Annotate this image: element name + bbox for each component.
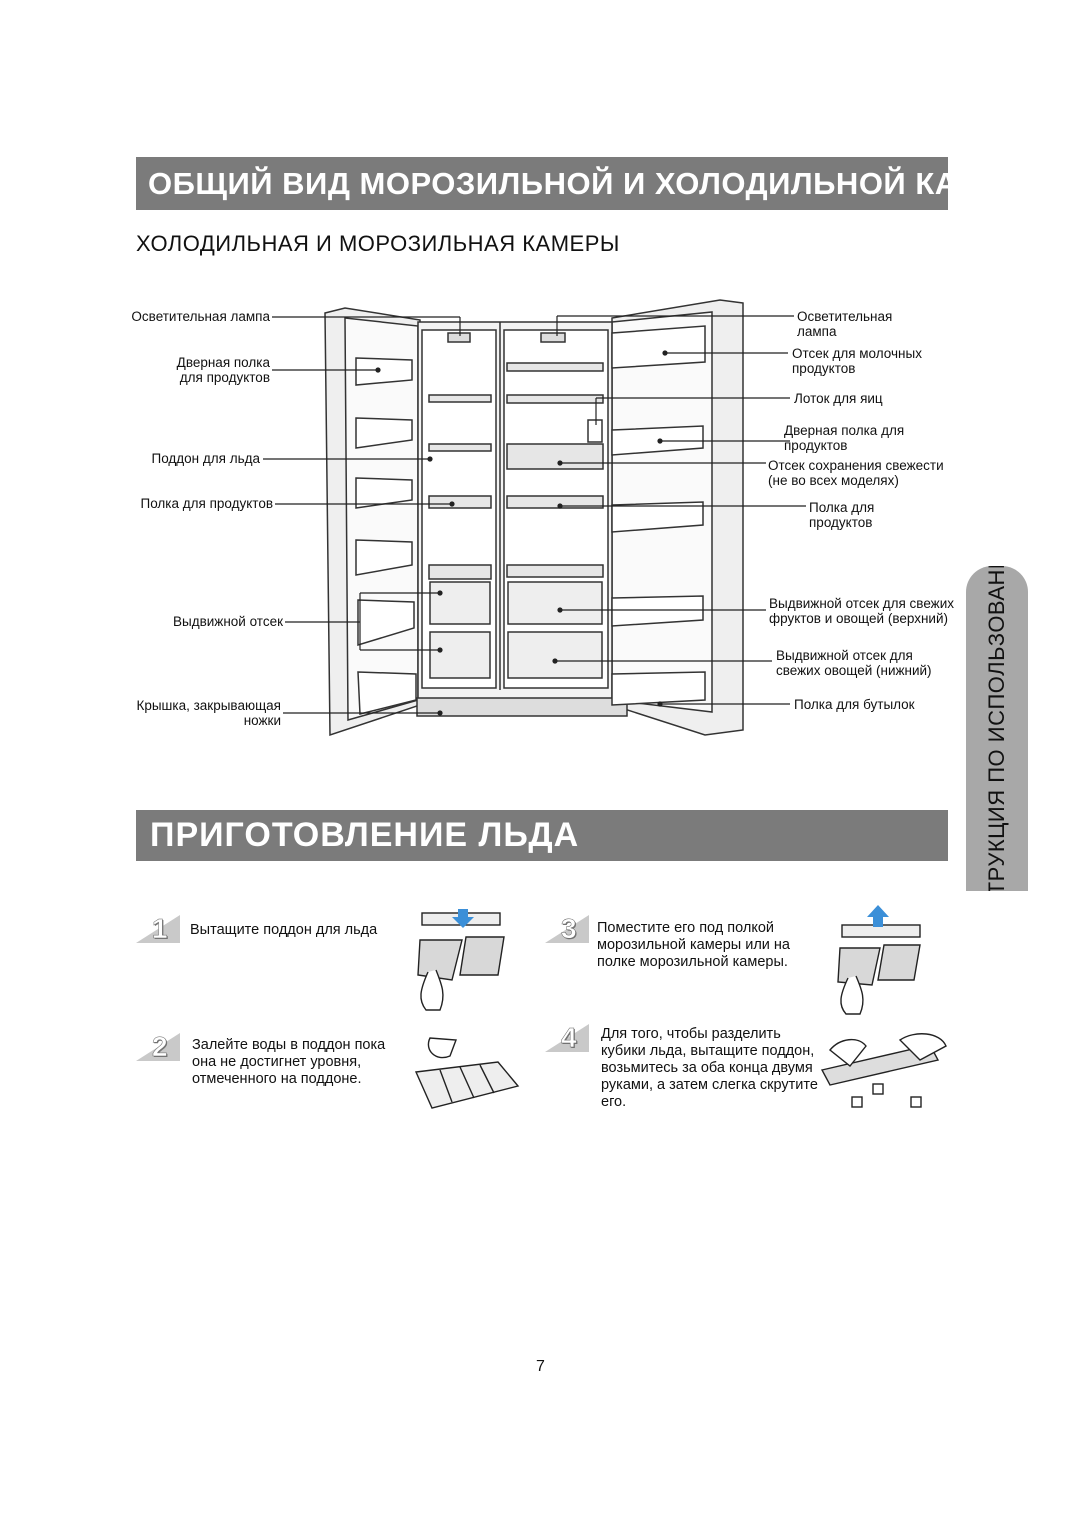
callout-freezer-door-shelf: Дверная полка для продуктов	[176, 355, 270, 385]
step-3-illustration	[837, 924, 921, 1015]
step-3-text: Поместите его под полкой морозильной кам…	[597, 920, 790, 970]
callout-crisper-lower: Выдвижной отсек для свежих овощей (нижни…	[776, 648, 932, 678]
side-tab: ИНТРУКЦИЯ ПО ИСПОЛЬЗОВАНИЮ	[966, 566, 1028, 891]
subsection-title: ХОЛОДИЛЬНАЯ И МОРОЗИЛЬНАЯ КАМЕРЫ	[136, 231, 620, 256]
step-2-number: 2	[152, 1031, 168, 1063]
step-1-illustration	[417, 912, 505, 1011]
callout-ice-tray: Поддон для льда	[151, 451, 261, 466]
step-4-text: Для того, чтобы разделить кубики льда, в…	[601, 1026, 818, 1110]
step-2-number-badge: 2	[136, 1031, 180, 1063]
callout-crisper-upper: Выдвижной отсек для свежих фруктов и ово…	[769, 596, 955, 626]
callout-freezer-lamp: Осветительная лампа	[131, 309, 270, 324]
ice-title: ПРИГОТОВЛЕНИЕ ЛЬДА	[150, 816, 580, 854]
step-1-text: Вытащите поддон для льда	[190, 922, 378, 938]
callout-leg-cover: Крышка, закрывающая ножки	[136, 698, 281, 728]
callout-freezer-drawer: Выдвижной отсек	[173, 614, 283, 629]
callout-fridge-shelf: Полка для продуктов	[809, 500, 875, 530]
callout-freezer-shelf: Полка для продуктов	[140, 496, 274, 511]
step-2-illustration	[414, 1037, 520, 1109]
overview-title: ОБЩИЙ ВИД МОРОЗИЛЬНОЙ И ХОЛОДИЛЬНОЙ КАМЕ…	[148, 166, 948, 201]
step-4-number-badge: 4	[545, 1022, 589, 1054]
down-arrow-icon	[452, 909, 474, 928]
step-illustrations	[414, 905, 947, 1109]
step-4-number: 4	[561, 1022, 577, 1054]
callout-freshness-compartment: Отсек сохранения свежести (не во всех мо…	[768, 458, 944, 488]
callout-egg-tray: Лоток для яиц	[794, 391, 883, 406]
refrigerator-diagram	[263, 299, 806, 737]
step-3-number-badge: 3	[545, 913, 589, 945]
step-4-illustration	[820, 1033, 947, 1108]
callout-dairy-compartment: Отсек для молочных продуктов	[792, 346, 922, 376]
step-badges	[136, 915, 589, 1061]
page-number: 7	[536, 1358, 545, 1375]
step-1-number-badge: 1	[136, 913, 180, 945]
callout-fridge-lamp: Осветительная лампа	[797, 309, 893, 339]
up-arrow-icon	[867, 905, 889, 927]
step-3-number: 3	[561, 913, 577, 945]
ice-title-banner: ПРИГОТОВЛЕНИЕ ЛЬДА	[136, 810, 948, 861]
overview-title-banner: ОБЩИЙ ВИД МОРОЗИЛЬНОЙ И ХОЛОДИЛЬНОЙ КАМЕ…	[136, 157, 948, 210]
step-2-text: Залейте воды в поддон пока она не достиг…	[192, 1037, 386, 1087]
callout-fridge-door-shelf: Дверная полка для продуктов	[784, 423, 905, 453]
step-1-number: 1	[152, 913, 168, 945]
callout-bottle-shelf: Полка для бутылок	[794, 697, 915, 712]
